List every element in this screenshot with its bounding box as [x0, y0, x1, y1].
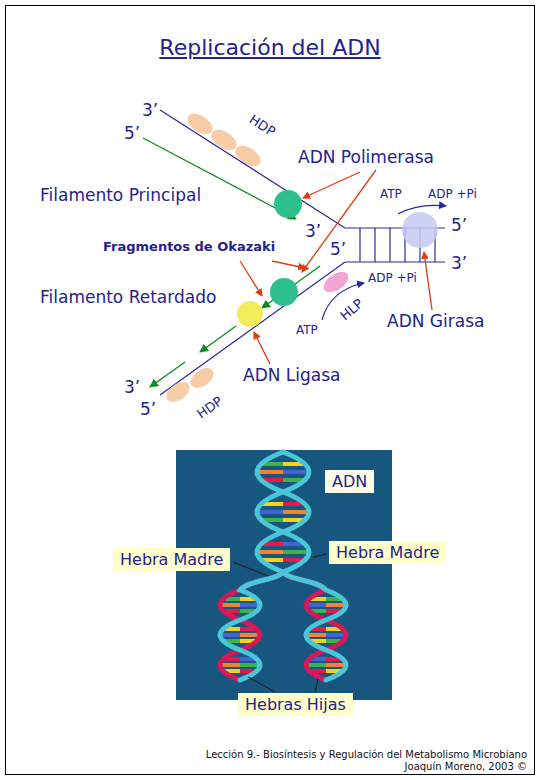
footer-note: Lección 9.- Biosíntesis y Regulación del… [206, 749, 527, 760]
box-text: Hebra Madre [120, 550, 223, 569]
page-frame [6, 6, 535, 775]
enzyme-label: ADN Ligasa [243, 366, 341, 385]
energy-label: ADP +Pi [368, 272, 417, 285]
strand-label-box: Hebra Madre [113, 548, 230, 571]
strand-end: 3’ [142, 101, 158, 120]
helix-label-box: ADN [325, 470, 374, 493]
new-strands [143, 138, 320, 387]
ligase-enzyme [237, 301, 263, 327]
strand-end: 3’ [305, 222, 321, 241]
helix-panel [176, 450, 392, 700]
protein-label: HDP [195, 394, 226, 422]
strand-end: 5’ [330, 240, 346, 259]
strand-end: 3’ [451, 254, 467, 273]
energy-label: ATP [380, 188, 402, 201]
fragment-label: Fragmentos de Okazaki [103, 240, 275, 254]
polymerase-enzyme [274, 190, 302, 218]
base-pairs [220, 464, 346, 671]
protein-label: HLP [338, 297, 366, 324]
energy-label: ADP +Pi [428, 188, 477, 201]
strand-end: 5’ [124, 124, 140, 143]
protein-label: HDP [247, 112, 278, 139]
strand-label: Filamento Retardado [40, 288, 216, 307]
box-text: Hebra Madre [336, 543, 439, 562]
box-text: Hebras Hijas [245, 695, 346, 714]
diagram-title: Replicación del ADN [159, 36, 380, 60]
gyrase-enzyme [402, 212, 438, 248]
enzyme-label: ADN Girasa [387, 312, 484, 331]
polymerase-enzyme [270, 278, 298, 306]
energy-label: ATP [296, 324, 318, 337]
strand-label-box: Hebras Hijas [238, 693, 353, 716]
leader-arrows [240, 170, 432, 364]
strand-label: Filamento Principal [40, 186, 201, 205]
strand-end: 5’ [140, 400, 156, 419]
enzyme-label: ADN Polimerasa [298, 148, 434, 167]
atp-arrow [398, 205, 446, 214]
strand-end: 3’ [124, 378, 140, 397]
helicase-enzyme [320, 267, 352, 296]
strand-label-box: Hebra Madre [329, 541, 446, 564]
footer-note: Joaquín Moreno, 2003 © [405, 761, 527, 772]
leader-lines [233, 554, 327, 692]
box-text: ADN [332, 472, 367, 491]
strand-end: 5’ [451, 216, 467, 235]
